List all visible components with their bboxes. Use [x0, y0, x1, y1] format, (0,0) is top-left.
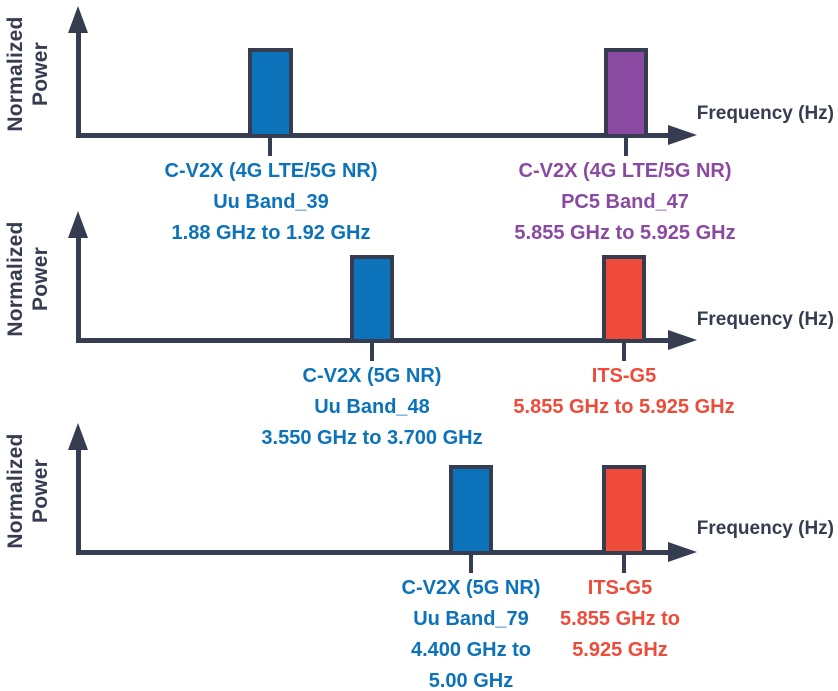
band-label-line: 1.88 GHz to 1.92 GHz: [171, 222, 371, 244]
y-axis-label-line2: Power: [29, 246, 52, 312]
band-label-line: Uu Band_39: [213, 191, 329, 213]
y-axis: [76, 30, 81, 138]
y-axis-arrow-icon: [68, 211, 88, 238]
band-bar-its-g5: [602, 465, 646, 555]
band-label-its-g5: ITS-G5 5.855 GHz to 5.925 GHz: [470, 573, 770, 666]
band-label-uu-band-39: C-V2X (4G LTE/5G NR) Uu Band_39 1.88 GHz…: [121, 156, 421, 249]
band-label-line: ITS-G5: [587, 577, 653, 599]
band-label-line: 5.855 GHz to: [559, 608, 681, 630]
x-axis-arrow-icon: [668, 542, 697, 562]
band-label-line: 3.550 GHz to 3.700 GHz: [261, 427, 483, 449]
y-axis: [76, 447, 81, 555]
band-label-line: C-V2X (4G LTE/5G NR): [164, 160, 378, 182]
band-label-uu-band-48: C-V2X (5G NR) Uu Band_48 3.550 GHz to 3.…: [222, 361, 522, 454]
y-axis-label-line2: Power: [29, 41, 52, 107]
y-axis-arrow-icon: [68, 6, 88, 33]
y-axis-label-line2: Power: [29, 458, 52, 524]
x-axis: [76, 133, 670, 138]
band-label-line: 5.855 GHz to 5.925 GHz: [513, 396, 735, 418]
tick-its-g5: [622, 555, 626, 573]
y-axis-label-line1: Normalized: [4, 221, 27, 337]
x-axis-label: Frequency (Hz): [696, 518, 834, 539]
band-bar-uu-band-48: [350, 255, 394, 343]
band-label-line: C-V2X (5G NR): [401, 577, 541, 599]
band-label-pc5-band-47: C-V2X (4G LTE/5G NR) PC5 Band_47 5.855 G…: [475, 156, 775, 249]
band-label-line: 5.925 GHz: [572, 639, 668, 661]
y-axis-label: Normalized Power: [3, 411, 55, 571]
x-axis-label: Frequency (Hz): [696, 309, 834, 330]
tick-uu-band-48: [370, 343, 374, 361]
band-label-line: C-V2X (5G NR): [302, 365, 442, 387]
y-axis: [76, 235, 81, 343]
y-axis-label-line1: Normalized: [4, 16, 27, 132]
tick-its-g5: [622, 343, 626, 361]
y-axis-label: Normalized Power: [3, 199, 55, 359]
band-label-line: Uu Band_79: [413, 608, 529, 630]
x-axis-arrow-icon: [668, 125, 697, 145]
x-axis-arrow-icon: [668, 330, 697, 350]
band-label-uu-band-79: C-V2X (5G NR) Uu Band_79 4.400 GHz to 5.…: [321, 573, 621, 691]
tick-pc5-band-47: [624, 138, 628, 156]
band-label-line: C-V2X (4G LTE/5G NR): [518, 160, 732, 182]
band-label-line: 5.00 GHz: [428, 670, 514, 691]
y-axis-arrow-icon: [68, 423, 88, 450]
band-bar-pc5-band-47: [604, 48, 648, 138]
band-label-line: Uu Band_48: [314, 396, 430, 418]
x-axis-label: Frequency (Hz): [696, 103, 834, 124]
tick-uu-band-79: [469, 555, 473, 573]
band-label-line: PC5 Band_47: [561, 191, 689, 213]
band-bar-its-g5: [602, 255, 646, 343]
band-label-line: 4.400 GHz to: [410, 639, 532, 661]
y-axis-label-line1: Normalized: [4, 433, 27, 549]
x-axis: [76, 550, 670, 555]
y-axis-label: Normalized Power: [3, 0, 55, 154]
band-bar-uu-band-39: [248, 48, 293, 138]
band-label-its-g5: ITS-G5 5.855 GHz to 5.925 GHz: [474, 361, 774, 423]
band-label-line: 5.855 GHz to 5.925 GHz: [514, 222, 736, 244]
band-bar-uu-band-79: [449, 465, 493, 555]
tick-uu-band-39: [268, 138, 272, 156]
band-label-line: ITS-G5: [591, 365, 657, 387]
